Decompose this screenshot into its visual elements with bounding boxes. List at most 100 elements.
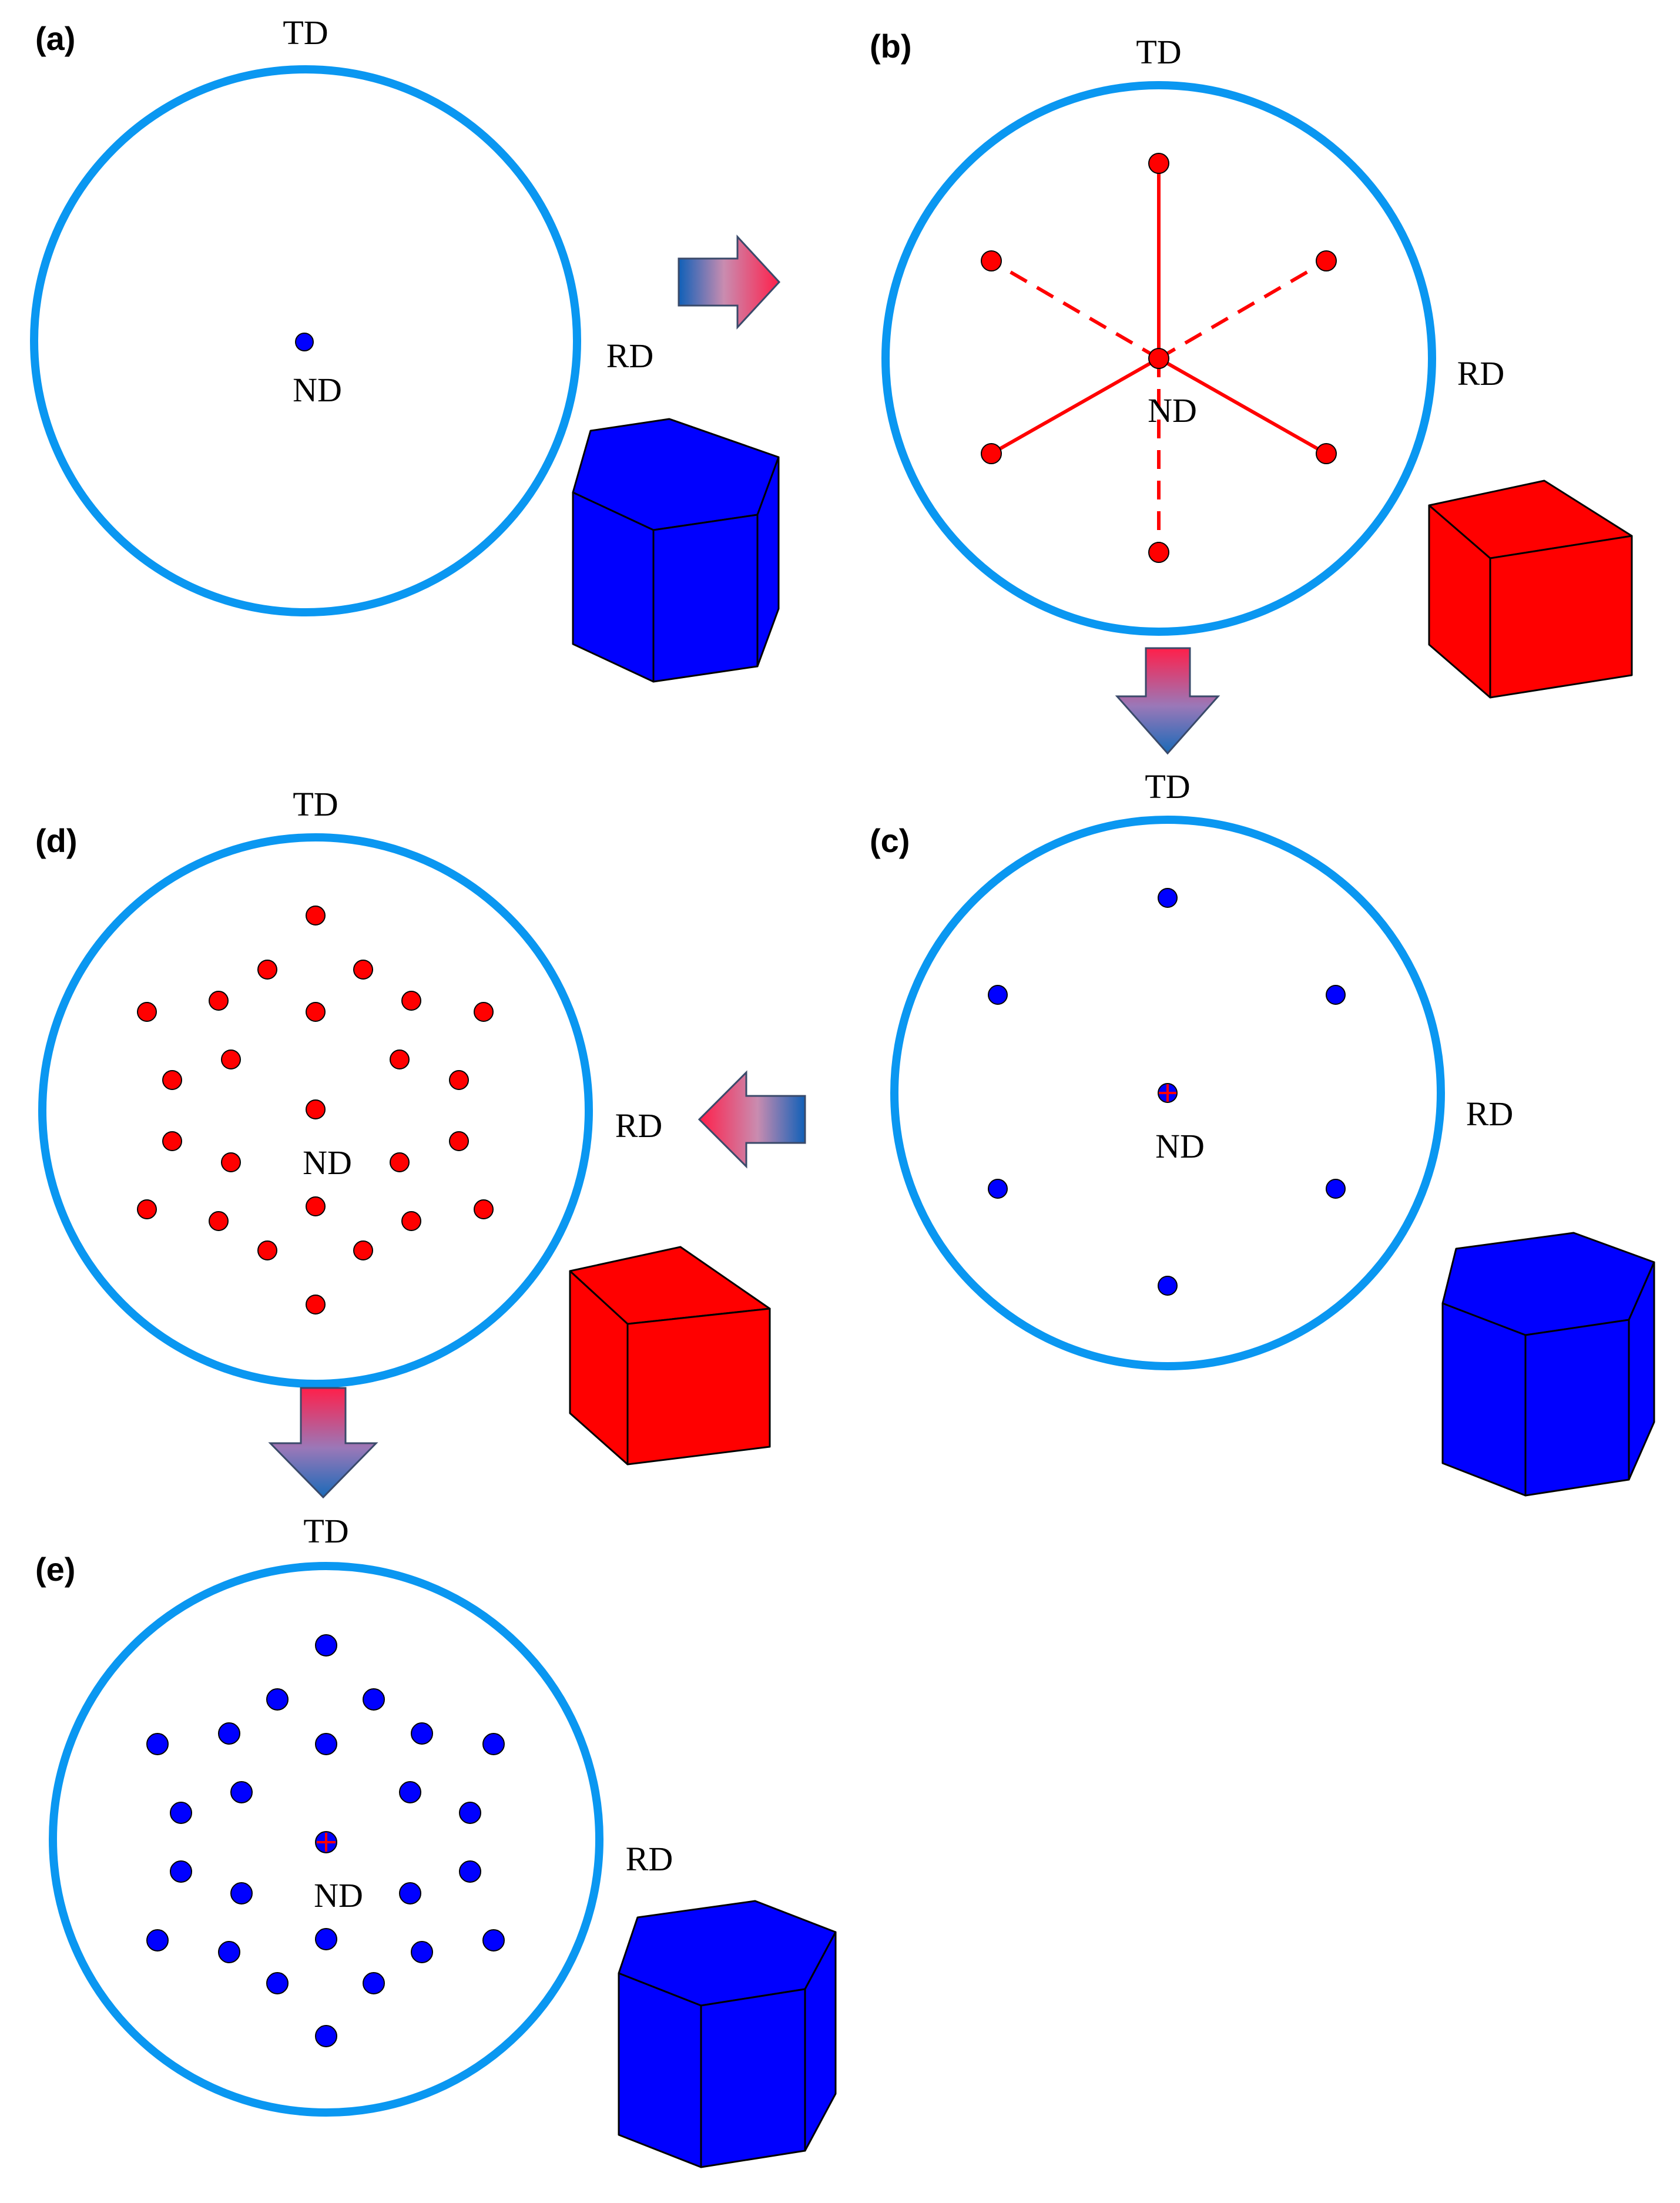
spot	[449, 1070, 469, 1090]
spot	[482, 1929, 505, 1951]
spot	[411, 1722, 433, 1745]
spot	[162, 1070, 182, 1090]
spot	[257, 960, 277, 980]
gradient-arrow-icon	[268, 1387, 378, 1499]
spot	[315, 1634, 337, 1657]
spot	[209, 1211, 229, 1231]
spot	[257, 1240, 277, 1260]
center-cross	[317, 1833, 336, 1852]
spot	[306, 1295, 326, 1315]
spot	[981, 250, 1002, 271]
spot	[1158, 1276, 1178, 1296]
panel-label: (e)	[35, 1551, 75, 1588]
nd-label: ND	[314, 1876, 363, 1914]
panel-label: (c)	[870, 822, 910, 859]
panel-label: (a)	[35, 20, 75, 57]
spot	[230, 1781, 253, 1803]
spot	[411, 1941, 433, 1963]
spot	[315, 1928, 337, 1950]
spot	[459, 1860, 481, 1883]
rd-label: RD	[1466, 1095, 1514, 1133]
hexagonal-prism-icon	[618, 1900, 837, 2168]
panel-b: (b) TD ND RD	[870, 28, 1633, 699]
spot	[399, 1781, 421, 1803]
td-label: TD	[1136, 33, 1181, 71]
nd-label: ND	[1155, 1127, 1205, 1165]
spot	[218, 1722, 240, 1745]
spot	[353, 960, 373, 980]
center-cross	[1159, 1084, 1176, 1102]
spot	[401, 1211, 421, 1231]
spot	[474, 1199, 494, 1219]
solid-lines	[990, 163, 1327, 455]
spot	[1148, 153, 1169, 174]
spot	[162, 1131, 182, 1151]
spot	[390, 1152, 410, 1172]
pole-figure-circle	[30, 65, 581, 616]
spot	[1326, 1179, 1346, 1199]
spot	[482, 1733, 505, 1755]
spot	[363, 1972, 385, 1994]
nd-label: ND	[303, 1144, 352, 1182]
spot	[170, 1860, 192, 1883]
gradient-arrow-icon	[1115, 647, 1220, 755]
spot	[137, 1199, 157, 1219]
spot	[988, 985, 1008, 1005]
spot	[315, 1733, 337, 1755]
spot	[399, 1882, 421, 1904]
spot	[353, 1240, 373, 1260]
panel-a: (a) TD ND RD	[30, 14, 780, 683]
center-spot	[306, 1099, 326, 1119]
spot	[401, 991, 421, 1011]
spot	[315, 2025, 337, 2047]
td-label: TD	[303, 1512, 348, 1550]
hexagonal-prism-icon	[572, 418, 780, 683]
td-label: TD	[1145, 767, 1190, 806]
spot	[146, 1929, 169, 1951]
pole-figure-circle	[890, 816, 1445, 1370]
spot	[1148, 542, 1169, 563]
spot	[221, 1049, 241, 1069]
center-spot	[1148, 348, 1169, 369]
spot	[230, 1882, 253, 1904]
spot	[221, 1152, 241, 1172]
panel-label: (d)	[35, 822, 78, 859]
spot	[1158, 888, 1178, 908]
rd-label: RD	[626, 1840, 673, 1878]
spot	[459, 1802, 481, 1824]
panel-c: TD (c) ND RD	[870, 767, 1655, 1497]
cube-icon	[1428, 480, 1633, 699]
spot	[981, 443, 1002, 464]
spot-group	[146, 1634, 505, 2047]
spot	[449, 1131, 469, 1151]
spot	[474, 1002, 494, 1022]
panel-e: TD (e)	[35, 1512, 837, 2168]
rd-label: RD	[615, 1106, 663, 1145]
spot	[390, 1049, 410, 1069]
spot	[306, 1002, 326, 1022]
center-spot	[295, 333, 314, 351]
pole-figure-circle	[49, 1562, 603, 2117]
panel-label: (b)	[870, 28, 912, 65]
hexagonal-prism-icon	[1441, 1232, 1655, 1497]
spot	[266, 1688, 289, 1711]
td-label: TD	[293, 785, 338, 823]
spot	[988, 1179, 1008, 1199]
td-label: TD	[283, 14, 328, 52]
spot	[1316, 250, 1337, 271]
dashed-lines	[990, 259, 1327, 552]
spot	[1326, 985, 1346, 1005]
cube-icon	[569, 1246, 771, 1466]
nd-label: ND	[1148, 391, 1197, 430]
spot	[306, 906, 326, 926]
spot	[306, 1196, 326, 1216]
rd-label: RD	[606, 337, 654, 375]
spot	[209, 991, 229, 1011]
spot	[137, 1002, 157, 1022]
spot-group	[988, 888, 1346, 1296]
spot	[266, 1972, 289, 1994]
gradient-arrow-icon	[698, 1070, 806, 1169]
pole-figure-circle	[38, 833, 593, 1388]
spot	[1316, 443, 1337, 464]
